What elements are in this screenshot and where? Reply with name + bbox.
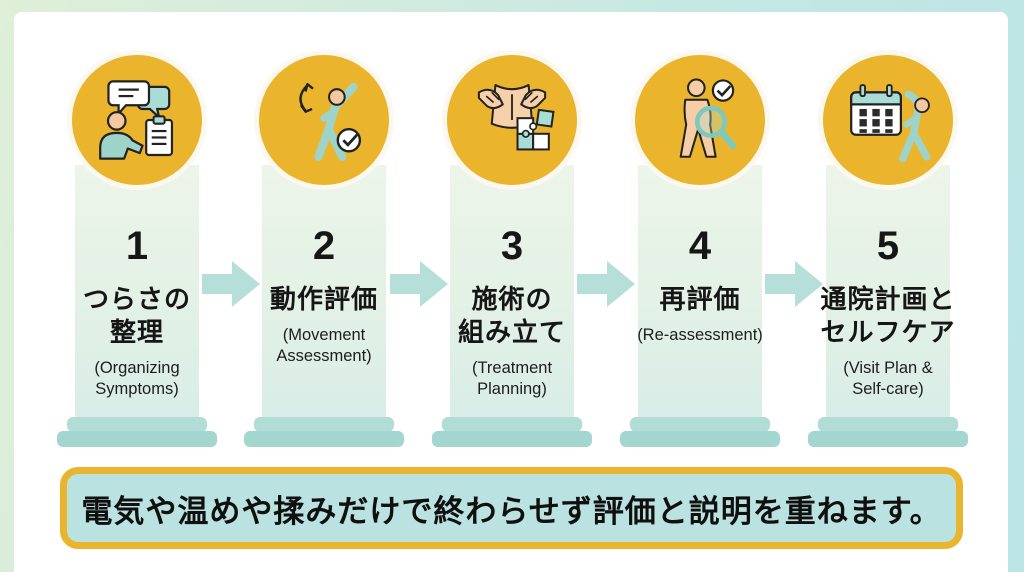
step-subtitle: (Movement Assessment) (276, 326, 372, 365)
step-number: 3 (500, 224, 524, 268)
step-icon-circle (442, 50, 582, 190)
calendar-stretch-icon (850, 84, 931, 163)
magnifier-person-icon (679, 78, 737, 158)
massage-puzzle-icon (477, 84, 555, 151)
step-number: 5 (876, 224, 900, 268)
step-number: 2 (312, 224, 336, 268)
pillar-base-lower (57, 431, 217, 447)
step-title: 再評価 (659, 284, 741, 314)
step-number: 4 (688, 224, 712, 268)
pillar-shaft (450, 165, 574, 417)
pillar-base-lower (432, 431, 592, 447)
step-icon-circle (254, 50, 394, 190)
pillar-base-upper (254, 417, 394, 432)
summary-banner: 電気や温めや揉みだけで終わらせず評価と説明を重ねます。 (60, 467, 963, 549)
step-subtitle: (Treatment Planning) (471, 359, 553, 398)
step-pillar-5: 5 通院計画と セルフケア (Visit Plan & Self-care) (798, 50, 978, 450)
step-subtitle: (Organizing Symptoms) (94, 359, 180, 398)
stretching-check-icon (299, 82, 362, 161)
pillar-base-lower (620, 431, 780, 447)
step-title: 施術の 組み立て (457, 284, 566, 347)
step-icon-circle (630, 50, 770, 190)
flow-arrow-icon (390, 261, 448, 307)
pillar-base-lower (808, 431, 968, 447)
flow-arrow-icon (765, 261, 823, 307)
flow-arrow-icon (202, 261, 260, 307)
pillar-base-upper (67, 417, 207, 432)
step-pillar-1: 1 つらさの 整理 (Organizing Symptoms) (47, 50, 227, 450)
step-subtitle: (Re-assessment) (637, 326, 763, 344)
flow-arrow-icon (577, 261, 635, 307)
step-title: 動作評価 (269, 284, 378, 314)
pillar-base-upper (630, 417, 770, 432)
pillar-shaft (826, 165, 950, 417)
pillar-base-upper (442, 417, 582, 432)
step-subtitle: (Visit Plan & Self-care) (843, 359, 933, 398)
pillar-base-lower (244, 431, 404, 447)
pillar-shaft (638, 165, 762, 417)
step-pillar-3: 3 施術の 組み立て (Treatment Planning) (422, 50, 602, 450)
consultation-icon (99, 80, 174, 160)
summary-text: 電気や温めや揉みだけで終わらせず評価と説明を重ねます。 (81, 493, 942, 529)
pillar-shaft (75, 165, 199, 417)
pillar-base-upper (818, 417, 958, 432)
step-pillar-4: 4 再評価 (Re-assessment) (610, 50, 790, 450)
pillar-shaft (262, 165, 386, 417)
step-icon-circle (818, 50, 958, 190)
step-number: 1 (125, 224, 149, 268)
step-pillar-2: 2 動作評価 (Movement Assessment) (234, 50, 414, 450)
step-title: 通院計画と セルフケア (820, 284, 956, 347)
step-icon-circle (67, 50, 207, 190)
step-title: つらさの 整理 (82, 284, 191, 347)
